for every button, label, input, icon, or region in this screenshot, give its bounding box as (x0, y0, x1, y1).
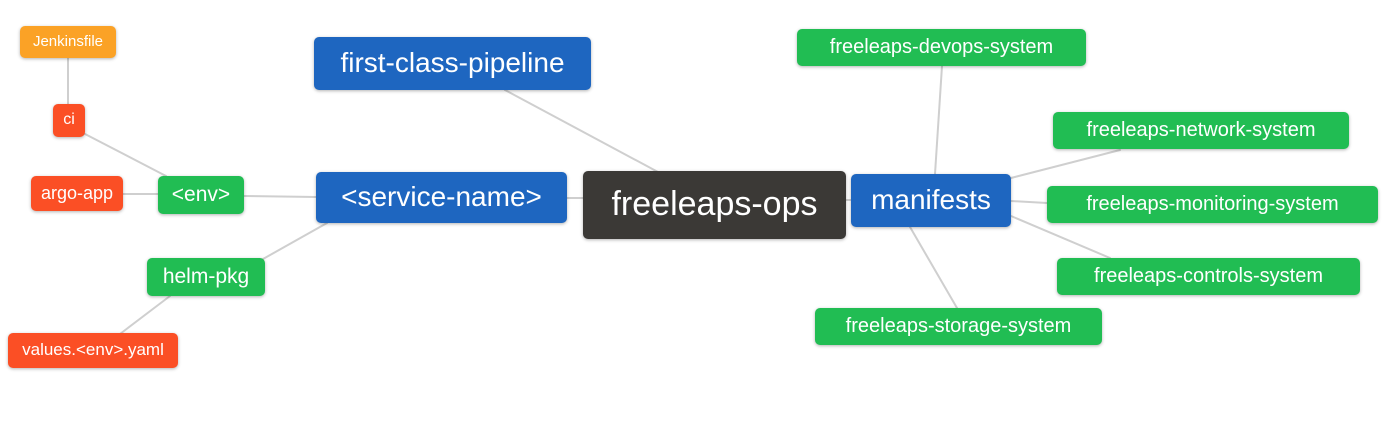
node-values-env-yaml[interactable]: values.<env>.yaml (8, 333, 178, 368)
node-freeleaps-ops-root[interactable]: freeleaps-ops (583, 171, 846, 239)
node-freeleaps-devops-system[interactable]: freeleaps-devops-system (797, 29, 1086, 66)
node-freeleaps-controls-system[interactable]: freeleaps-controls-system (1057, 258, 1360, 295)
edge-first-class-pipeline-to-ops (504, 89, 659, 173)
node-jenkinsfile[interactable]: Jenkinsfile (20, 26, 116, 58)
edge-env-to-service-name (243, 195, 317, 198)
node-ci[interactable]: ci (53, 104, 85, 137)
node-env[interactable]: <env> (158, 176, 244, 214)
edge-manifests-to-network-system (1010, 149, 1121, 179)
node-helm-pkg[interactable]: helm-pkg (147, 258, 265, 296)
edge-helm-pkg-to-values-env-yaml (119, 295, 171, 335)
node-freeleaps-monitoring-system[interactable]: freeleaps-monitoring-system (1047, 186, 1378, 223)
edge-manifests-to-devops-system (934, 65, 943, 175)
edge-manifests-to-monitoring-system (1010, 200, 1048, 204)
node-service-name[interactable]: <service-name> (316, 172, 567, 223)
node-freeleaps-network-system[interactable]: freeleaps-network-system (1053, 112, 1349, 149)
edge-ci-to-env (84, 133, 167, 177)
node-first-class-pipeline[interactable]: first-class-pipeline (314, 37, 591, 90)
node-manifests[interactable]: manifests (851, 174, 1011, 227)
edge-manifests-to-controls-system (1010, 215, 1111, 259)
edge-service-name-to-helm-pkg (262, 222, 328, 260)
edge-manifests-to-storage-system (909, 226, 958, 309)
node-argo-app[interactable]: argo-app (31, 176, 123, 211)
node-freeleaps-storage-system[interactable]: freeleaps-storage-system (815, 308, 1102, 345)
